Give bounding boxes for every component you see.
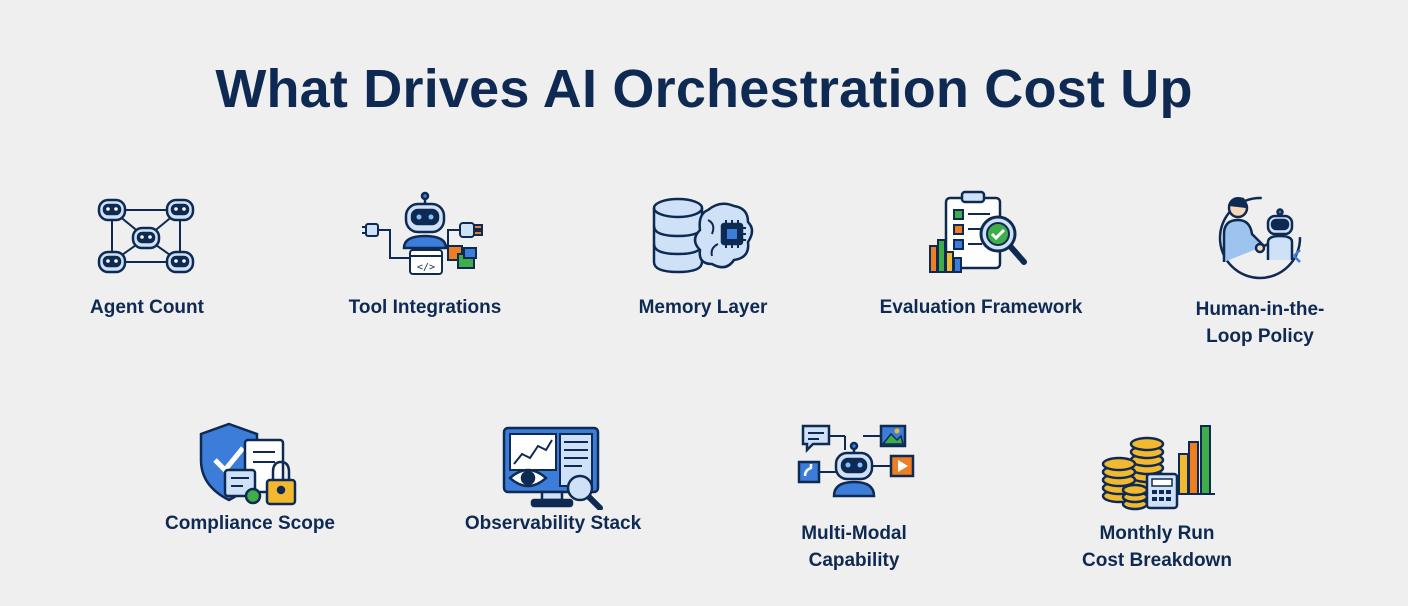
coins-calculator-chart-icon (1101, 425, 1215, 511)
shield-lock-icon (199, 422, 297, 506)
item-evaluation-framework: Evaluation Framework (866, 190, 1096, 321)
item-tool-integrations: </> Tool Integrations (325, 190, 525, 321)
page-title: What Drives AI Orchestration Cost Up (215, 59, 1193, 119)
item-label: Memory Layer (638, 297, 768, 318)
item-label: Multi-Modal Capability (801, 523, 907, 571)
item-human-in-the-loop-policy: Human-in-the- Loop Policy (1160, 190, 1360, 350)
item-agent-count: Agent Count (47, 190, 247, 321)
item-label: Tool Integrations (348, 297, 502, 318)
monitor-eye-icon (502, 426, 603, 510)
item-label: Agent Count (90, 297, 204, 318)
item-monthly-run-cost-breakdown: Monthly Run Cost Breakdown (1047, 420, 1267, 574)
clipboard-magnifier-icon (929, 190, 1027, 273)
svg-text:</>: </> (417, 262, 435, 273)
item-memory-layer: Memory Layer (603, 190, 803, 321)
database-brain-icon (652, 197, 754, 274)
robot-media-icon (797, 424, 915, 498)
robot-tools-icon: </> (362, 191, 483, 275)
item-multi-modal-capability: Multi-Modal Capability (744, 420, 964, 574)
item-compliance-scope: Compliance Scope (140, 420, 360, 537)
item-label: Human-in-the- Loop Policy (1195, 299, 1325, 347)
item-label: Evaluation Framework (879, 297, 1083, 318)
item-label: Compliance Scope (165, 513, 335, 534)
item-label: Monthly Run Cost Breakdown (1082, 523, 1232, 571)
agent-network-icon (97, 198, 195, 274)
item-observability-stack: Observability Stack (443, 420, 663, 537)
item-label: Observability Stack (464, 513, 642, 534)
human-robot-handshake-icon (1218, 196, 1302, 280)
